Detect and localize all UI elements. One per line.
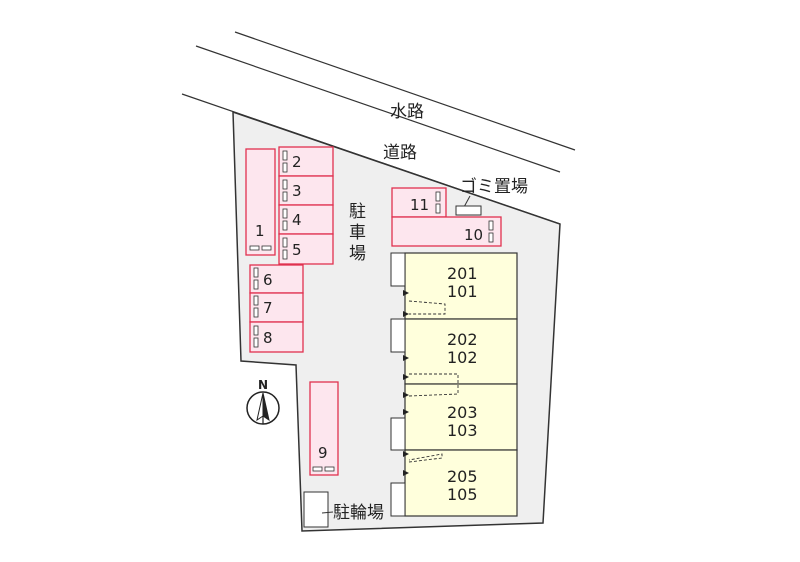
road-label: 道路 (383, 143, 417, 163)
car-stop-icon (253, 267, 259, 348)
garbage-area (455, 205, 482, 216)
unit-2-upper: 202 (447, 330, 478, 349)
parking-label-2: 車 (349, 223, 366, 243)
unit-4-upper: 205 (447, 467, 478, 486)
car-stop-icon (282, 150, 288, 260)
bicycle-parking-area (303, 491, 329, 528)
unit-1-upper: 201 (447, 264, 478, 283)
unit-203-103 (404, 383, 518, 451)
unit-205-105 (404, 449, 518, 517)
bicycle-pointer (321, 511, 334, 514)
parking-space-5 (278, 233, 334, 265)
parking-space-2 (278, 146, 334, 177)
waterway-line-top (234, 31, 576, 151)
parking-space-1-label: 1 (255, 222, 265, 240)
entrance-box (390, 252, 406, 517)
parking-label-1: 駐 (349, 202, 366, 222)
parking-label-3: 場 (349, 244, 366, 264)
unit-3-upper: 203 (447, 403, 478, 422)
car-stop-icon (324, 466, 335, 472)
parking-space-3-label: 3 (292, 182, 302, 200)
parking-space-9-label: 9 (318, 444, 328, 462)
entrance-arrow-icon (403, 290, 409, 476)
parking-space-8 (249, 321, 304, 353)
parking-space-9 (309, 381, 339, 476)
bicycle-parking-label: 駐輪場 (333, 503, 384, 523)
parking-space-5-label: 5 (292, 241, 302, 259)
parking-space-6-label: 6 (263, 271, 273, 289)
parking-space-1 (245, 148, 276, 256)
parking-space-10-label: 10 (464, 226, 483, 244)
unit-3-lower: 103 (447, 421, 478, 440)
car-stop-icon (261, 245, 272, 251)
parking-space-2-label: 2 (292, 153, 302, 171)
stair-outline (408, 300, 459, 463)
car-stop-icon (249, 245, 260, 251)
car-stop-icon (435, 191, 494, 243)
parking-space-10 (391, 216, 502, 247)
unit-1-lower: 101 (447, 282, 478, 301)
parking-space-3 (278, 175, 334, 206)
parking-space-4-label: 4 (292, 211, 302, 229)
unit-4-lower: 105 (447, 485, 478, 504)
waterway-line-bottom (195, 45, 561, 173)
parking-space-11-label: 11 (410, 196, 429, 214)
car-stop-icon (312, 466, 323, 472)
waterway-label: 水路 (390, 102, 424, 122)
north-arrow-icon (246, 391, 280, 425)
parking-space-7-label: 7 (263, 299, 273, 317)
garbage-pointer (463, 195, 471, 208)
parking-space-7 (249, 292, 304, 323)
north-label: N (258, 378, 268, 392)
parking-space-8-label: 8 (263, 329, 273, 347)
unit-2-lower: 102 (447, 348, 478, 367)
garbage-label: ゴミ置場 (460, 176, 528, 197)
